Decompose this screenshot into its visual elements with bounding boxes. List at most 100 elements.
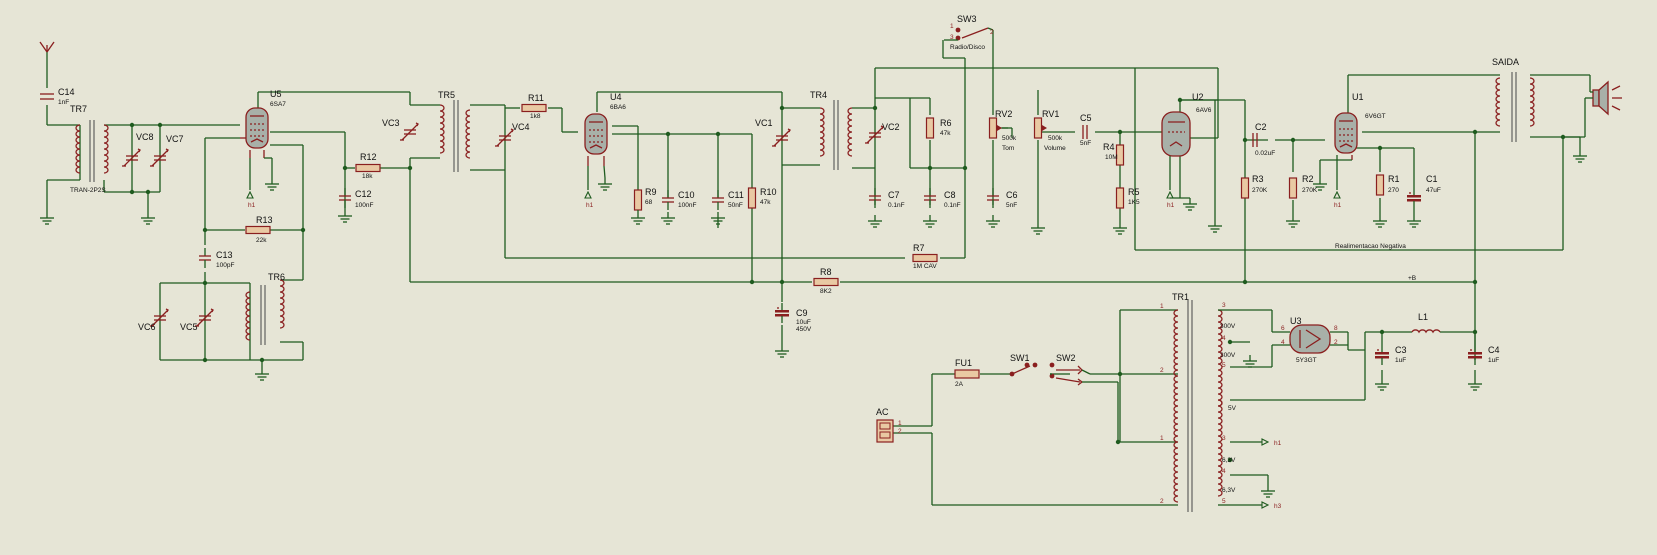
junctions — [129, 97, 1566, 463]
tr7-transformer[interactable]: TR7 TRAN-2P2S — [70, 104, 109, 194]
antenna[interactable] — [39, 41, 55, 53]
c4-value: 1uF — [1488, 357, 1499, 364]
fu1-value: 2A — [955, 381, 964, 388]
c5-capacitor[interactable]: C5 5nF — [1080, 113, 1092, 147]
fu1-fuse[interactable]: FU1 2A — [954, 358, 980, 388]
vc5-variable-capacitor[interactable]: VC5 — [180, 308, 214, 332]
ground-icon — [1260, 484, 1276, 498]
c11-ref: C11 — [728, 190, 744, 200]
speaker-icon[interactable] — [1585, 80, 1622, 116]
u5-tube[interactable]: h1 U5 6SA7 — [240, 89, 286, 209]
r5-resistor[interactable]: R5 1K5 — [1115, 187, 1140, 209]
r4-resistor[interactable]: R4 10M — [1103, 142, 1125, 166]
sw3-value: Radio/Disco — [950, 44, 985, 51]
pin-label: 1 — [950, 23, 954, 30]
tr4-transformer[interactable]: TR4 — [810, 90, 853, 170]
u3-rectifier[interactable]: U3 5Y3GT 6 4 8 2 — [1281, 316, 1338, 364]
sw1-switch[interactable]: SW1 — [1009, 353, 1038, 377]
c10-capacitor[interactable]: C10 100nF — [661, 189, 696, 211]
r11-resistor[interactable]: R11 1k8 — [521, 93, 547, 120]
tr1-transformer[interactable]: TR1 300V 300V 5V 6,3V 6,3V 1 2 1 2 3 4 5… — [1160, 292, 1237, 512]
vc7-variable-capacitor[interactable]: VC7 — [149, 134, 184, 167]
tr6-transformer[interactable]: TR6 — [245, 272, 285, 345]
r12-resistor[interactable]: R12 18k — [355, 152, 381, 180]
r12-value: 18k — [362, 173, 373, 180]
ac-connector[interactable]: AC 1 2 — [876, 407, 902, 443]
vc1-variable-capacitor[interactable]: VC1 — [755, 118, 791, 147]
pin-label: 2 — [1160, 367, 1164, 374]
u4-tube[interactable]: h1 U4 6BA6 — [584, 92, 626, 209]
rv1-label: Volume — [1044, 145, 1066, 152]
r10-value: 47k — [760, 199, 771, 206]
pin-label: 3 — [1222, 302, 1226, 309]
c14-capacitor[interactable]: C14 1nF — [40, 87, 75, 106]
c11-capacitor[interactable]: C11 50nF — [711, 189, 744, 211]
c14-value: 1nF — [58, 99, 69, 106]
c4-capacitor[interactable]: C4 1uF — [1467, 344, 1500, 366]
r13-ref: R13 — [256, 215, 273, 225]
rv2-potentiometer[interactable]: RV2 500k Tom — [988, 109, 1017, 152]
r2-resistor[interactable]: R2 270K — [1288, 174, 1318, 199]
u2-tube[interactable]: h1 U2 6AV6 — [1161, 92, 1212, 209]
r5-value: 1K5 — [1128, 199, 1140, 206]
sw3-switch[interactable]: SW3 Radio/Disco 1 3 2 — [944, 14, 994, 51]
c9-capacitor[interactable]: C9 10uF 450V — [774, 302, 812, 333]
c13-capacitor[interactable]: C13 100pF — [198, 247, 234, 269]
u4-value: 6BA6 — [610, 104, 626, 111]
c8-capacitor[interactable]: C8 0.1nF — [923, 187, 961, 209]
r6-resistor[interactable]: R6 47k — [925, 117, 952, 139]
r10-resistor[interactable]: R10 47k — [747, 187, 777, 209]
u3-value: 5Y3GT — [1296, 357, 1317, 364]
r8-resistor[interactable]: R8 8K2 — [813, 267, 839, 295]
pin-label: 3 — [1222, 435, 1226, 442]
c12-value: 100nF — [355, 202, 373, 209]
c12-capacitor[interactable]: C12 100nF — [338, 187, 373, 209]
ground-icon — [1112, 221, 1128, 235]
rv1-potentiometer[interactable]: RV1 500k Volume — [1033, 109, 1067, 152]
r9-resistor[interactable]: R9 68 — [633, 187, 657, 212]
r1-ref: R1 — [1388, 174, 1400, 184]
c10-ref: C10 — [678, 190, 695, 200]
vc8-variable-capacitor[interactable]: VC8 — [121, 132, 154, 167]
pin-label: 5 — [1222, 498, 1226, 505]
c4-ref: C4 — [1488, 345, 1500, 355]
rv1-value: 500k — [1048, 135, 1063, 142]
l1-inductor[interactable]: L1 — [1411, 312, 1441, 334]
rv1-ref: RV1 — [1042, 109, 1059, 119]
tr5-transformer[interactable]: TR5 — [438, 90, 471, 172]
c1-capacitor[interactable]: C1 47uF — [1406, 174, 1441, 209]
r12-ref: R12 — [360, 152, 377, 162]
saida-transformer[interactable]: SAIDA — [1492, 57, 1535, 142]
vc6-ref: VC6 — [138, 322, 156, 332]
vc2-variable-capacitor[interactable]: VC2 — [864, 122, 900, 144]
r6-ref: R6 — [940, 118, 952, 128]
c3-value: 1uF — [1395, 357, 1406, 364]
r13-resistor[interactable]: R13 22k — [245, 215, 273, 244]
c7-capacitor[interactable]: C7 0.1nF — [868, 187, 905, 209]
sw2-switch[interactable]: SW2 — [1049, 353, 1091, 386]
r1-resistor[interactable]: R1 270 — [1375, 174, 1400, 196]
ground-icon — [1406, 214, 1422, 228]
ground-icon — [1030, 221, 1046, 235]
u3-ref: U3 — [1290, 316, 1302, 326]
r7-resistor[interactable]: R7 1M CAV — [912, 243, 938, 270]
vc6-variable-capacitor[interactable]: VC6 — [138, 308, 169, 332]
pin-label: 8 — [1334, 325, 1338, 332]
r6-value: 47k — [940, 130, 951, 137]
ground-icon — [630, 211, 646, 225]
ground-icon — [1372, 214, 1388, 228]
vc4-variable-capacitor[interactable]: VC4 — [494, 122, 530, 147]
vc3-variable-capacitor[interactable]: VC3 — [382, 118, 419, 141]
u1-tube[interactable]: h1 U1 6V6GT — [1319, 92, 1386, 209]
ground-symbols — [39, 149, 1588, 498]
r1-value: 270 — [1388, 187, 1399, 194]
h1-label: h1 — [1274, 440, 1282, 447]
c6-capacitor[interactable]: C6 5nF — [986, 187, 1018, 209]
c3-capacitor[interactable]: C3 1uF — [1374, 344, 1407, 366]
u5-ref: U5 — [270, 89, 282, 99]
c2-capacitor[interactable]: C2 0.02uF — [1252, 122, 1275, 157]
c5-value: 5nF — [1080, 140, 1091, 147]
c8-ref: C8 — [944, 190, 956, 200]
r3-resistor[interactable]: R3 270K — [1240, 174, 1268, 199]
